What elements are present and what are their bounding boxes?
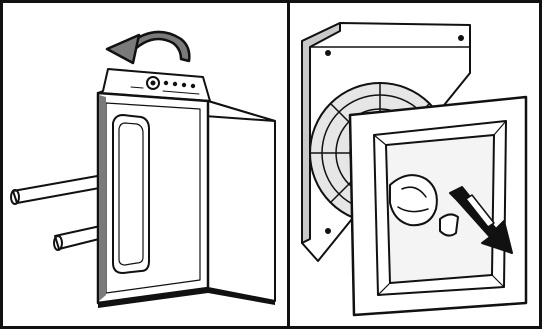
hose-upper (11, 175, 105, 204)
washer-body (98, 69, 275, 308)
dryer-drawing (290, 3, 539, 326)
tilt-arrow (107, 32, 189, 63)
panel-dryer (290, 3, 539, 326)
front-panel (350, 97, 526, 315)
panel-washer (3, 3, 287, 326)
washer-drawing (3, 3, 287, 326)
